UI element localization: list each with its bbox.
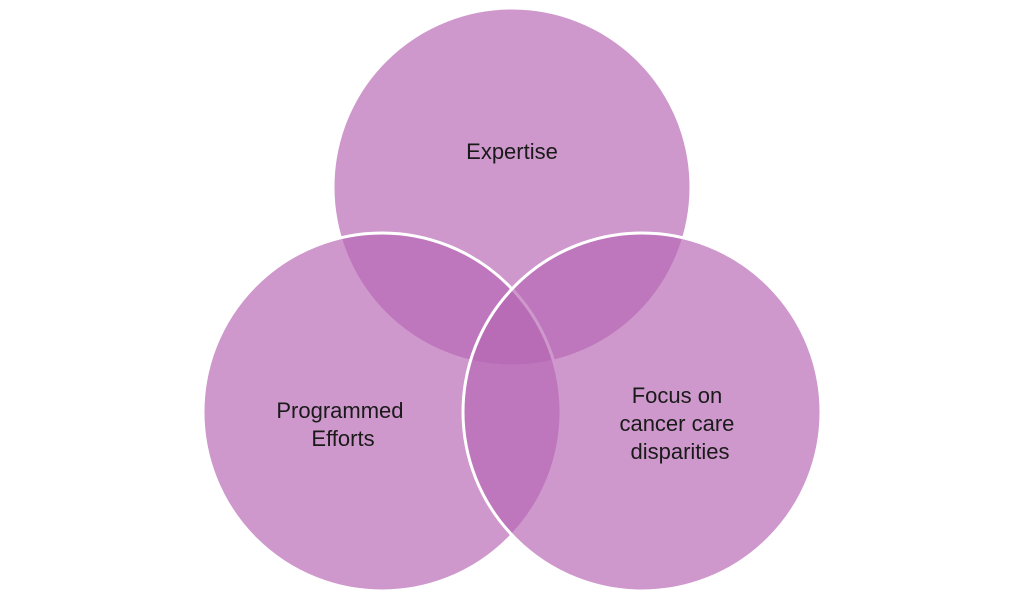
label-expertise: Expertise <box>466 139 558 164</box>
label-programmed-efforts: Programmed Efforts <box>276 398 409 451</box>
label-focus-on-cancer-care-disparities: Focus on cancer care disparities <box>619 383 740 464</box>
labels-layer: Expertise Programmed Efforts Focus on ca… <box>276 139 740 464</box>
circle-focus <box>461 231 823 593</box>
circles-layer <box>201 6 823 593</box>
